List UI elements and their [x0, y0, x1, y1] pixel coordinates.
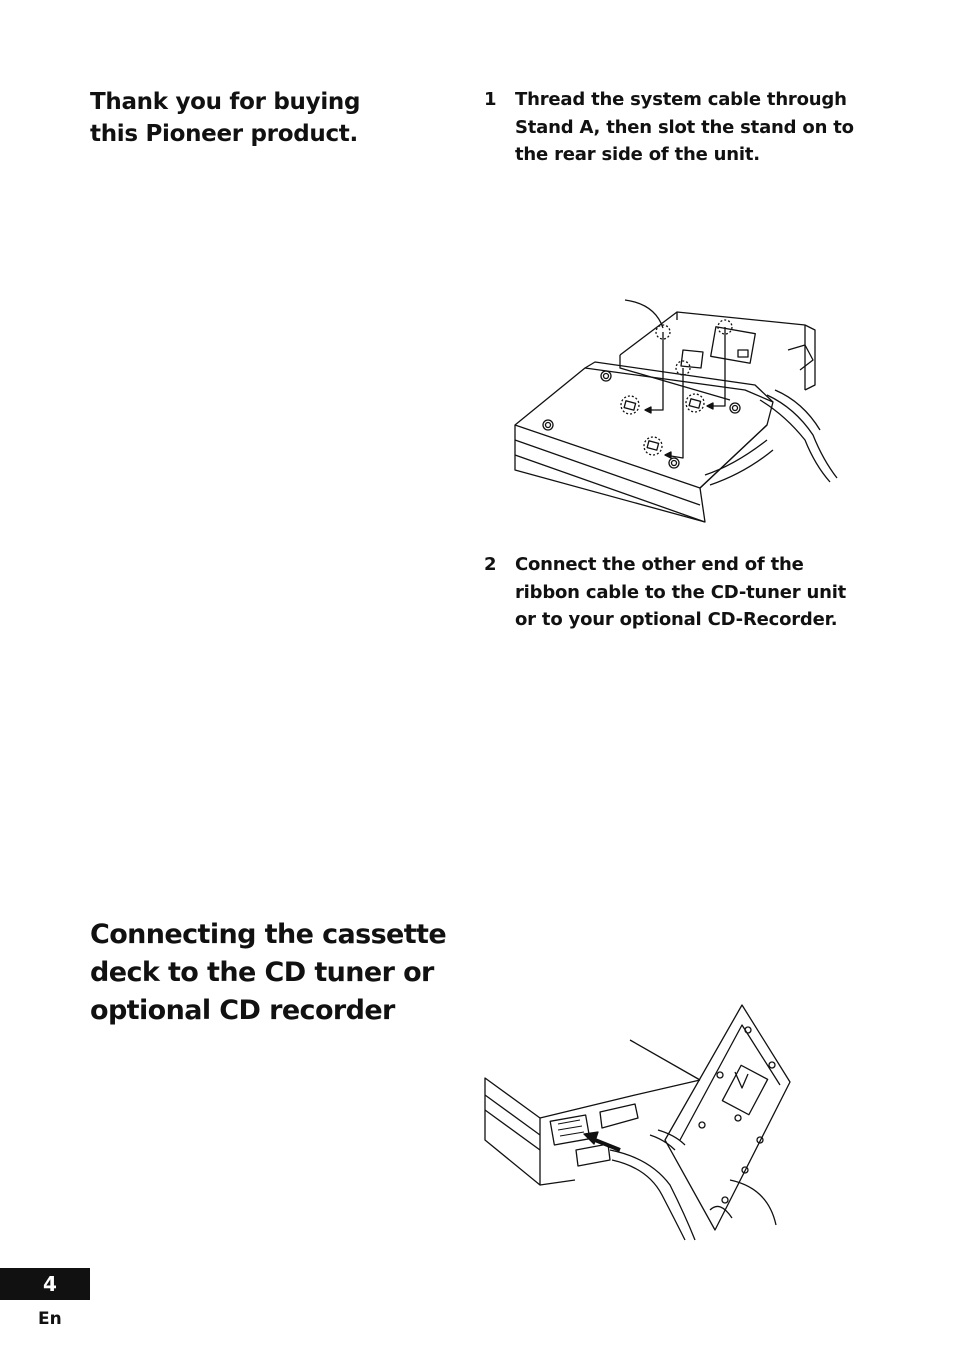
- section-title: Connecting the cassette deck to the CD t…: [90, 919, 447, 1026]
- step-text: Thread the system cable through Stand A,…: [515, 89, 854, 165]
- language-label: En: [38, 1309, 62, 1329]
- ribbon-cable-connection-illustration: [484, 1004, 791, 1241]
- step-text: Connect the other end of the ribbon cabl…: [515, 554, 847, 630]
- intro-title: Thank you for buying this Pioneer produc…: [90, 89, 361, 147]
- page-number: 4: [0, 1268, 90, 1300]
- stand-attachment-illustration: [514, 299, 838, 523]
- step-number: 2: [484, 554, 497, 575]
- step-number: 1: [484, 89, 497, 110]
